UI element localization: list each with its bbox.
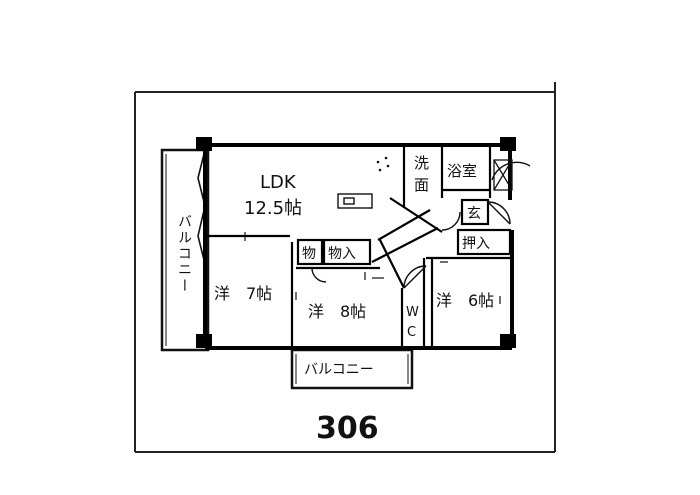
- bathroom-label: 浴室: [447, 162, 477, 180]
- wc-label-2: C: [407, 325, 416, 340]
- washroom-label-1: 洗: [414, 154, 429, 172]
- west-balcony-label: バルコニー: [176, 214, 192, 294]
- storage-label-1: 物: [302, 246, 316, 262]
- walls: [203, 143, 514, 350]
- ldk-size: 12.5帖: [244, 198, 302, 219]
- western-room-1-label: 洋 7帖: [214, 284, 272, 303]
- partitions: [205, 145, 512, 348]
- ldk-name: LDK: [260, 172, 297, 193]
- columns: [196, 137, 516, 348]
- washroom-label-2: 面: [414, 176, 429, 194]
- western-room-2-label: 洋 8帖: [308, 302, 366, 321]
- unit-number: 306: [316, 411, 379, 446]
- closet-label: 押入: [462, 236, 490, 252]
- entrance-label: 玄: [467, 205, 481, 222]
- door-ticks: [244, 232, 501, 304]
- bath-fixture-icon: [493, 159, 513, 191]
- stove-icon: [376, 156, 390, 172]
- wc-label-1: W: [406, 305, 419, 320]
- storage-label-2: 物入: [328, 246, 356, 262]
- outer-frame: [134, 82, 556, 453]
- south-balcony-label: バルコニー: [304, 362, 374, 378]
- western-room-3-label: 洋 6帖: [436, 291, 494, 310]
- kitchen-counter: [337, 193, 373, 209]
